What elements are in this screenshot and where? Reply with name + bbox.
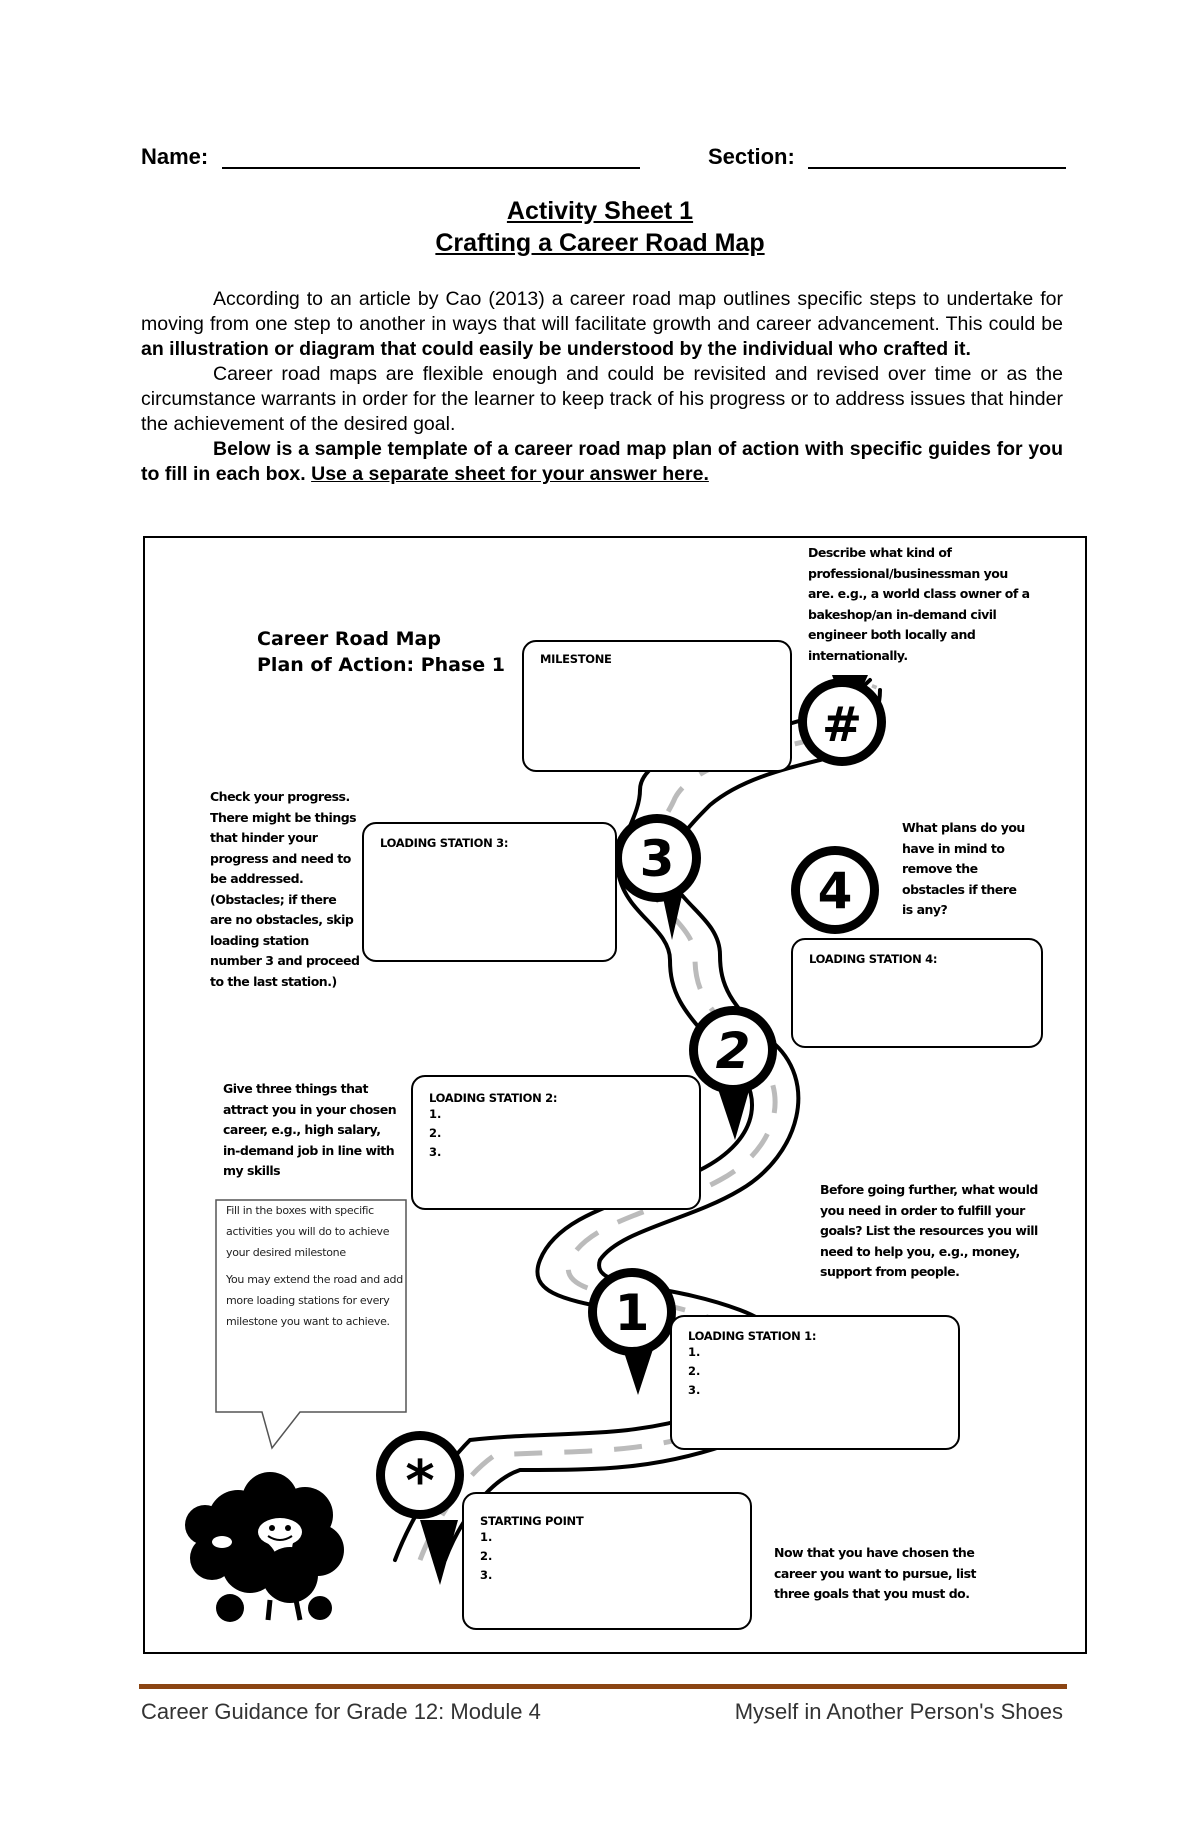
- pin-milestone-label: #: [822, 697, 862, 753]
- callout-paragraph-2: You may extend the road and add more loa…: [226, 1273, 403, 1328]
- check-progress-note: Check your progress. There might be thin…: [210, 789, 360, 989]
- map-title-line-2: Plan of Action: Phase 1: [257, 654, 505, 676]
- milestone-box-title: MILESTONE: [540, 652, 612, 666]
- pin-milestone-inner: [807, 687, 877, 757]
- marker-pins: # 3 4 2 1 *: [376, 675, 886, 1585]
- pin-3-label: 3: [640, 830, 675, 888]
- footer-left: Career Guidance for Grade 12: Module 4: [141, 1699, 541, 1724]
- loading-station-1-title: LOADING STATION 1:: [688, 1329, 817, 1343]
- pin-4-inner: [800, 855, 870, 925]
- road-map-frame: [143, 536, 1087, 1654]
- intro-text: According to an article by Cao (2013) a …: [141, 287, 1063, 487]
- callout-text: Fill in the boxes with specific activiti…: [226, 1200, 404, 1332]
- pin-1-inner: [597, 1277, 667, 1347]
- loading-station-3-box[interactable]: LOADING STATION 3:: [362, 822, 617, 962]
- starting-point-item[interactable]: 1.: [480, 1530, 493, 1544]
- plans-note: What plans do you have in mind to remove…: [902, 820, 1025, 917]
- pin-2-tail: [715, 1080, 752, 1140]
- intro-paragraph-3: Below is a sample template of a career r…: [141, 437, 1063, 487]
- starting-point-title: STARTING POINT: [480, 1514, 584, 1528]
- loading-station-1-list: 1. 2. 3.: [688, 1343, 942, 1400]
- loading-station-3-title: LOADING STATION 3:: [380, 836, 509, 850]
- section-label: Section:: [708, 144, 795, 169]
- intro-paragraph-1: According to an article by Cao (2013) a …: [141, 287, 1063, 362]
- cartoon-character-icon: [185, 1472, 344, 1622]
- before-going-note: Before going further, what would you nee…: [820, 1182, 1038, 1279]
- loading-station-2-item[interactable]: 1.: [429, 1107, 442, 1121]
- map-title: Career Road Map Plan of Action: Phase 1: [257, 626, 505, 678]
- loading-station-2-box[interactable]: LOADING STATION 2: 1. 2. 3.: [411, 1075, 701, 1210]
- intro-p1-text: According to an article by Cao (2013) a …: [141, 288, 1063, 335]
- pin-start-label: *: [405, 1449, 434, 1514]
- intro-p1-bold: an illustration or diagram that could ea…: [141, 338, 971, 360]
- name-label: Name:: [141, 144, 209, 169]
- pin-4-label: 4: [818, 862, 853, 920]
- name-field[interactable]: [222, 167, 640, 169]
- pin-2-inner: [698, 1015, 768, 1085]
- footer-right: Myself in Another Person's Shoes: [734, 1699, 1063, 1724]
- callout-paragraph-1: Fill in the boxes with specific activiti…: [226, 1204, 390, 1259]
- road-center-dashes: [417, 684, 878, 1561]
- loading-station-2-list: 1. 2. 3.: [429, 1105, 683, 1162]
- loading-station-1-box[interactable]: LOADING STATION 1: 1. 2. 3.: [670, 1315, 960, 1450]
- pin-2-label: 2: [716, 1022, 751, 1080]
- callout-bubble: [215, 1199, 407, 1450]
- footer-rule: [139, 1684, 1067, 1689]
- milestone-note: Describe what kind of professional/busin…: [808, 545, 1030, 663]
- loading-station-1-item[interactable]: 1.: [688, 1345, 701, 1359]
- pin-1-label: 1: [615, 1284, 650, 1342]
- intro-p3-bold: Below is a sample template of a career r…: [141, 438, 1063, 485]
- starting-point-item[interactable]: 3.: [480, 1568, 493, 1582]
- intro-paragraph-2: Career road maps are flexible enough and…: [141, 363, 1063, 435]
- map-title-line-1: Career Road Map: [257, 628, 441, 650]
- loading-station-2-item[interactable]: 2.: [429, 1126, 442, 1140]
- loading-station-4-box[interactable]: LOADING STATION 4:: [791, 938, 1043, 1048]
- starting-point-item[interactable]: 2.: [480, 1549, 493, 1563]
- pin-3-inner: [622, 823, 692, 893]
- starting-point-list: 1. 2. 3.: [480, 1528, 734, 1585]
- milestone-box[interactable]: MILESTONE: [522, 640, 792, 772]
- intro-p3-underline: Use a separate sheet for your answer her…: [311, 463, 709, 485]
- activity-subtitle: Crafting a Career Road Map: [435, 229, 765, 257]
- loading-station-1-item[interactable]: 2.: [688, 1364, 701, 1378]
- loading-station-2-title: LOADING STATION 2:: [429, 1091, 558, 1105]
- loading-station-4-title: LOADING STATION 4:: [809, 952, 938, 966]
- loading-station-1-item[interactable]: 3.: [688, 1383, 701, 1397]
- three-things-note: Give three things that attract you in yo…: [223, 1081, 397, 1178]
- section-field[interactable]: [808, 167, 1066, 169]
- pin-start-inner: [385, 1440, 455, 1510]
- pin-start-tail: [420, 1520, 458, 1585]
- activity-title: Activity Sheet 1: [506, 197, 694, 225]
- goals-note: Now that you have chosen the career you …: [774, 1545, 977, 1601]
- loading-station-2-item[interactable]: 3.: [429, 1145, 442, 1159]
- starting-point-box[interactable]: STARTING POINT 1. 2. 3.: [462, 1492, 752, 1630]
